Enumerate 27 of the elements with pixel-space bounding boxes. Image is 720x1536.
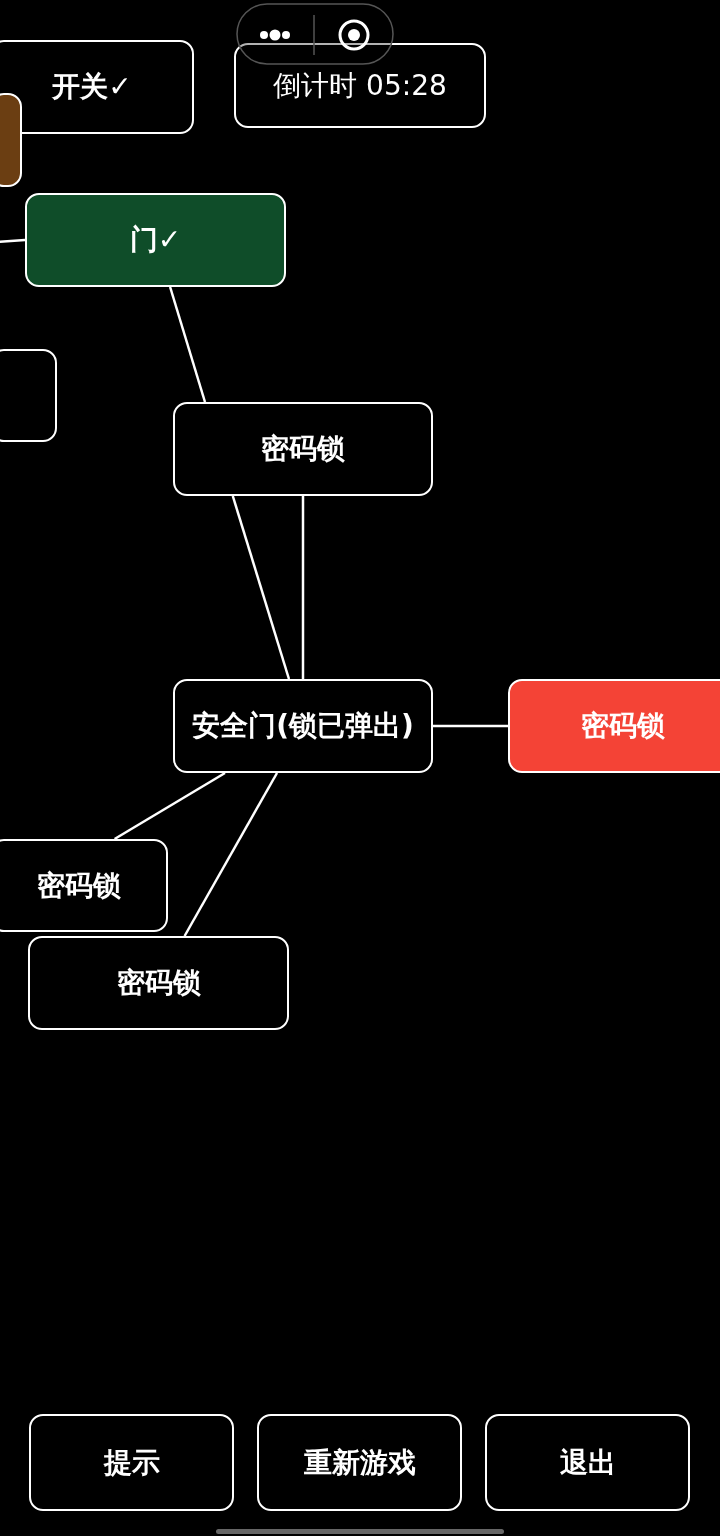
- exit-button: 退出: [485, 1414, 690, 1511]
- node-label: 密码锁: [261, 432, 345, 466]
- connector-line: [301, 496, 305, 679]
- node-label: 安全门(锁已弹出): [192, 709, 414, 743]
- node-label: 密码锁: [37, 868, 121, 903]
- hint-button: 提示: [29, 1414, 234, 1511]
- restart-button: 重新游戏: [257, 1414, 462, 1511]
- node-card: [28, 936, 289, 1030]
- node-card: [0, 40, 194, 134]
- node-card: [25, 193, 286, 287]
- connector-line: [113, 771, 226, 841]
- connector-line: [168, 286, 207, 403]
- node-label: 密码锁: [116, 966, 201, 1000]
- node-card: [0, 839, 168, 932]
- connector-line: [433, 724, 508, 728]
- connector-line: [0, 238, 26, 244]
- node-label: 倒计时 05:28: [273, 68, 447, 103]
- node-card: [173, 402, 433, 496]
- node-label: 密码锁: [581, 709, 665, 743]
- node-card: [508, 679, 720, 773]
- connector-line: [183, 772, 279, 937]
- node-card: [0, 349, 57, 442]
- node-card: [173, 679, 433, 773]
- connector-line: [231, 495, 291, 680]
- node-label: 开关✓: [52, 70, 132, 104]
- timer-card: [234, 43, 486, 128]
- node-label: 门✓: [129, 223, 182, 257]
